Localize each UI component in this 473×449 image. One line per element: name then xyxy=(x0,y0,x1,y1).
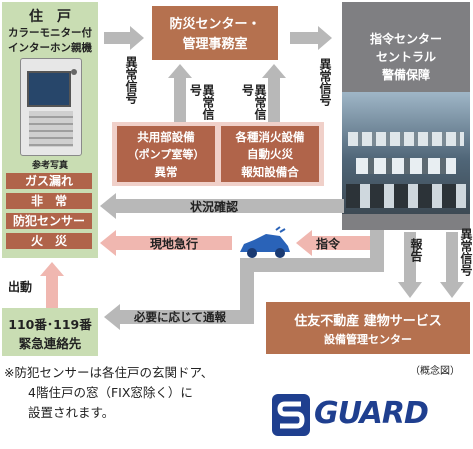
label-abnormal-signal-3: 異常信号 xyxy=(188,84,215,120)
note-line3: 設置されます。 xyxy=(28,405,115,420)
label-abnormal-signal-5: 異常信号 xyxy=(459,228,473,276)
arrow-center-to-command xyxy=(290,26,332,50)
emergency-contact-line1: 110番･119番 xyxy=(8,317,92,332)
disaster-center-box xyxy=(152,6,278,60)
arrow-status-check xyxy=(100,193,344,219)
emergency-contact-box xyxy=(2,308,98,356)
arrow-dispatch-up xyxy=(40,262,64,308)
command-center-line1: 指令センター xyxy=(369,32,442,46)
fire-facility-line2: 自動火災 xyxy=(247,147,293,161)
intercom-device xyxy=(20,58,82,156)
note-line1: ※防犯センサーは各住戸の玄関ドア、 xyxy=(4,365,214,380)
concept-label: （概念図） xyxy=(410,366,460,377)
sguard-logo-shape xyxy=(272,394,310,436)
arrow-fire-up xyxy=(262,64,286,122)
sumitomo-line2: 設備管理センター xyxy=(324,333,412,346)
connector-vertical-2 xyxy=(240,258,254,316)
intercom-screen xyxy=(27,71,71,107)
label-notify-if-needed: 必要に応じて通報 xyxy=(134,310,226,324)
alarm-item-fire: 火 災 xyxy=(6,233,92,249)
arrow-common-up xyxy=(168,64,192,122)
command-center-line3: 警備保障 xyxy=(381,68,430,82)
sumitomo-line1: 住友不動産 建物サービス xyxy=(294,314,442,329)
sumitomo-box xyxy=(266,302,470,354)
label-abnormal-signal-2: 異常信号 xyxy=(318,58,332,106)
label-report: 報告 xyxy=(409,238,423,262)
sguard-logo-text: GUARD xyxy=(314,396,429,431)
resident-subtitle-2: インターホン親機 xyxy=(8,42,92,54)
patrol-car-icon xyxy=(240,226,290,258)
label-dispatch: 出動 xyxy=(8,280,33,294)
arrow-abnormal-down xyxy=(440,232,464,298)
arrow-resident-to-center xyxy=(104,26,144,50)
connector-horizontal-1 xyxy=(240,258,384,272)
common-facility-line1: 共用部設備 xyxy=(137,130,195,144)
alarm-item-emergency: 非 常 xyxy=(6,193,92,209)
sguard-logo: GUARD xyxy=(272,392,464,438)
label-abnormal-signal-4: 異常信号 xyxy=(240,84,267,120)
resident-title: 住 戸 xyxy=(29,9,71,25)
arrow-report-down xyxy=(398,232,422,298)
common-facility-box xyxy=(117,126,215,182)
note-line2: 4階住戸の窓（FIX窓除く）に xyxy=(28,385,193,400)
arrow-rush-to-site xyxy=(100,230,232,256)
common-facility-line2: （ポンプ室等） xyxy=(127,148,205,161)
alarm-item-security-sensor: 防犯センサー xyxy=(6,213,92,229)
intercom-buttons xyxy=(29,111,73,147)
fire-facility-box xyxy=(221,126,319,182)
arrow-order xyxy=(296,230,376,256)
label-order: 指令 xyxy=(316,237,341,251)
fire-facility-line1: 各種消火設備 xyxy=(235,130,305,144)
arrow-notify-if-needed xyxy=(104,304,254,330)
alarm-item-gas: ガス漏れ xyxy=(6,173,92,189)
photo-caption: 参考写真 xyxy=(31,161,68,171)
label-abnormal-signal-1: 異常信号 xyxy=(124,56,138,104)
disaster-center-line1: 防災センター・ xyxy=(169,17,261,32)
common-facility-line3: 異常 xyxy=(154,165,178,179)
command-center-photo xyxy=(342,92,470,214)
command-center-line2: セントラル xyxy=(375,50,436,64)
fire-facility-line3: 報知設備合 xyxy=(241,165,299,179)
label-status-check: 状況確認 xyxy=(190,200,239,214)
resident-subtitle-1: カラーモニター付 xyxy=(8,27,92,39)
emergency-contact-line2: 緊急連絡先 xyxy=(18,336,82,351)
intercom-speaker-icon xyxy=(71,69,77,75)
disaster-center-line2: 管理事務室 xyxy=(182,37,248,52)
label-rush-to-site: 現地急行 xyxy=(150,237,199,251)
